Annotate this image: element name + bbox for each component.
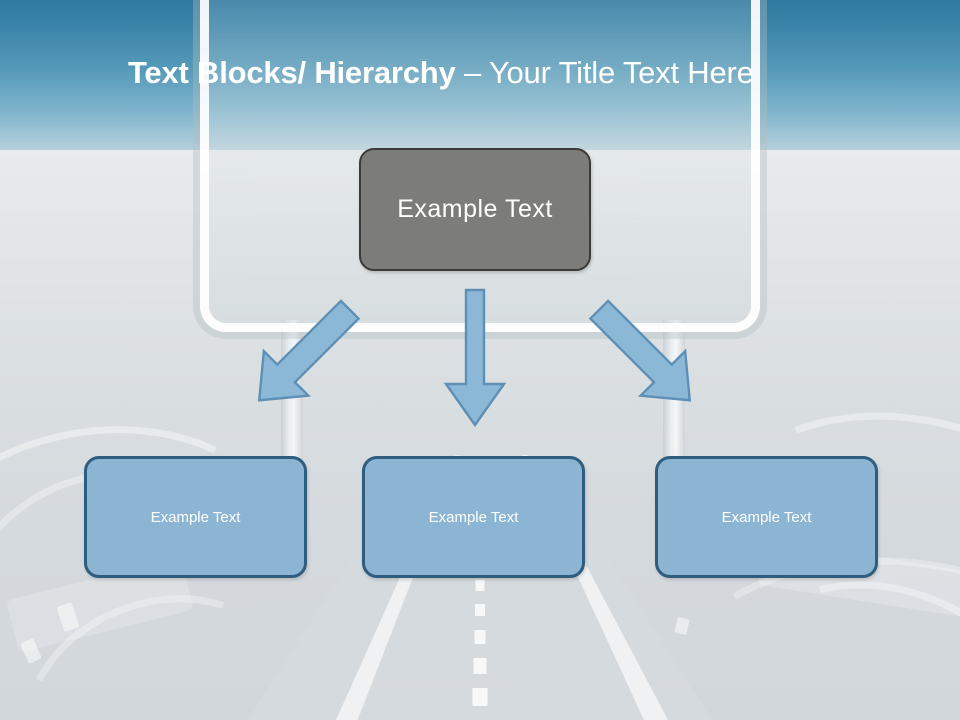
page-title-light: Your Title Text Here [488,55,754,90]
arrow-down [443,288,507,428]
arrow-down-right [572,285,717,425]
hierarchy-child-label-2: Example Text [428,508,519,526]
hierarchy-child-label-1: Example Text [150,508,241,526]
hierarchy-child-box-3[interactable]: Example Text [655,456,878,578]
hierarchy-child-box-1[interactable]: Example Text [84,456,307,578]
page-title-bold: Text Blocks/ Hierarchy [128,55,456,90]
page-title: Text Blocks/ Hierarchy – Your Title Text… [128,52,928,94]
hierarchy-child-box-2[interactable]: Example Text [362,456,585,578]
hierarchy-root-box[interactable]: Example Text [359,148,591,271]
hierarchy-child-label-3: Example Text [721,508,812,526]
arrow-down-left [232,285,377,425]
page-title-separator: – [455,55,489,90]
hierarchy-root-label: Example Text [397,195,553,223]
